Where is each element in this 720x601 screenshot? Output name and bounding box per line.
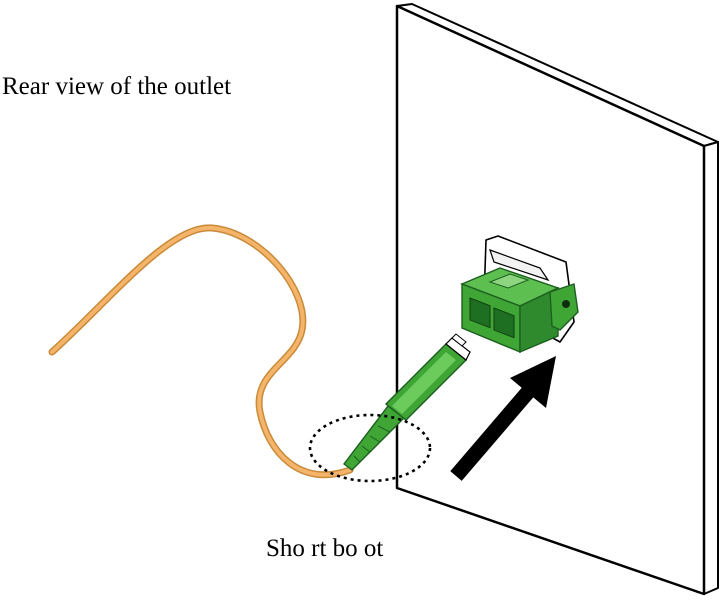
diagram-title-label: Rear view of the outlet xyxy=(2,73,232,100)
sc-connector xyxy=(343,333,471,471)
adapter-port-right xyxy=(493,307,515,339)
adapter-side-face xyxy=(519,286,559,354)
boot-rib-1 xyxy=(353,455,361,463)
fiber-cable-fill xyxy=(50,225,352,477)
boot-rib-3 xyxy=(369,435,381,443)
fiber-cable xyxy=(48,224,354,479)
arrow-shaft xyxy=(450,387,534,481)
arrow-up-right-icon xyxy=(450,356,556,481)
boot-rib-2 xyxy=(361,445,371,453)
arrow-head xyxy=(510,356,556,408)
dotted-ellipse xyxy=(308,413,432,483)
connector-ferrule xyxy=(445,337,471,361)
boot-rib-4 xyxy=(377,425,391,433)
adapter-latch-slot xyxy=(488,273,530,289)
sc-adapter xyxy=(460,235,579,354)
short-boot-label: Sho rt bo ot xyxy=(266,535,384,562)
adapter-frame-top-tab xyxy=(489,249,550,282)
panel-side-edge xyxy=(703,141,719,595)
connector-ferrule-tip xyxy=(451,333,467,347)
adapter-screw-hole xyxy=(562,300,570,308)
adapter-port-left xyxy=(469,297,491,329)
connector-body-highlight xyxy=(392,352,456,414)
